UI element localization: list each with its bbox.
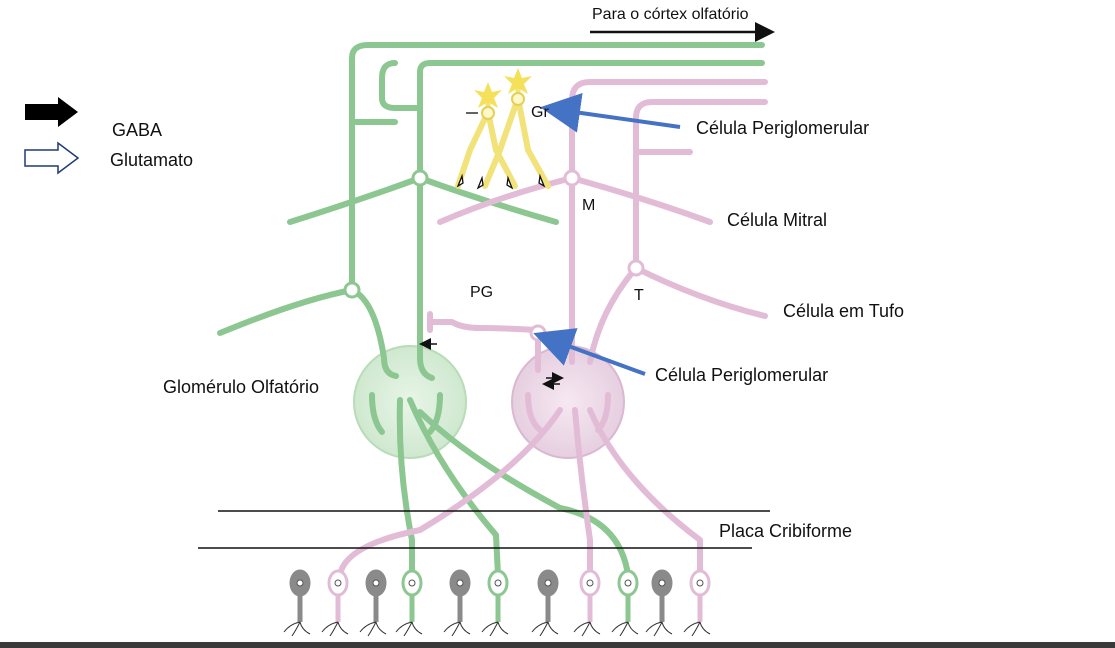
green-neurons: [217, 42, 765, 578]
periglomerular-soma-pink: [529, 324, 547, 342]
glomerulo-label: Glomérulo Olfatório: [163, 377, 320, 397]
receptor-cell: [283, 569, 311, 637]
periglomerular-top-label: Célula Periglomerular: [696, 118, 870, 138]
receptor-cell: [645, 569, 673, 637]
receptor-cell: [443, 569, 471, 637]
pg-label: PG: [470, 284, 494, 301]
gr-label: Gr: [531, 104, 549, 121]
receptor-cell: [573, 569, 601, 637]
receptor-cells: [283, 569, 711, 637]
receptor-cell: [611, 569, 639, 637]
arrow-periglomerular-bottom: [533, 328, 646, 376]
mitral-soma-pink: [563, 169, 581, 187]
tufted-soma-green: [343, 281, 361, 299]
glutamato-arrow-icon: [24, 141, 80, 175]
tufo-label: Célula em Tufo: [783, 301, 905, 321]
t-label: T: [634, 287, 644, 304]
gaba-arrow-icon: [25, 97, 78, 127]
mitral-soma-green: [411, 169, 429, 187]
bottom-border: [0, 642, 1115, 648]
receptor-cell: [531, 569, 559, 637]
annotation-arrows: [533, 93, 681, 376]
tufted-soma-pink: [627, 259, 645, 277]
receptor-cell: [321, 569, 349, 637]
receptor-cell: [395, 569, 423, 637]
cortex-label: Para o córtex olfatório: [592, 6, 749, 23]
granule-cells: [455, 68, 551, 190]
periglomerular-bottom-label: Célula Periglomerular: [655, 365, 829, 385]
placa-label: Placa Cribiforme: [719, 521, 853, 541]
legend-gaba-label: GABA: [112, 120, 163, 140]
arrow-periglomerular-top: [540, 93, 681, 133]
receptor-cell: [359, 569, 387, 637]
mitral-label: Célula Mitral: [727, 210, 828, 230]
synapse-arrows: [419, 338, 564, 390]
legend-glutamato-label: Glutamato: [110, 150, 194, 170]
receptor-cell: [481, 569, 509, 637]
m-label: M: [582, 197, 596, 214]
receptor-cell: [683, 569, 711, 637]
